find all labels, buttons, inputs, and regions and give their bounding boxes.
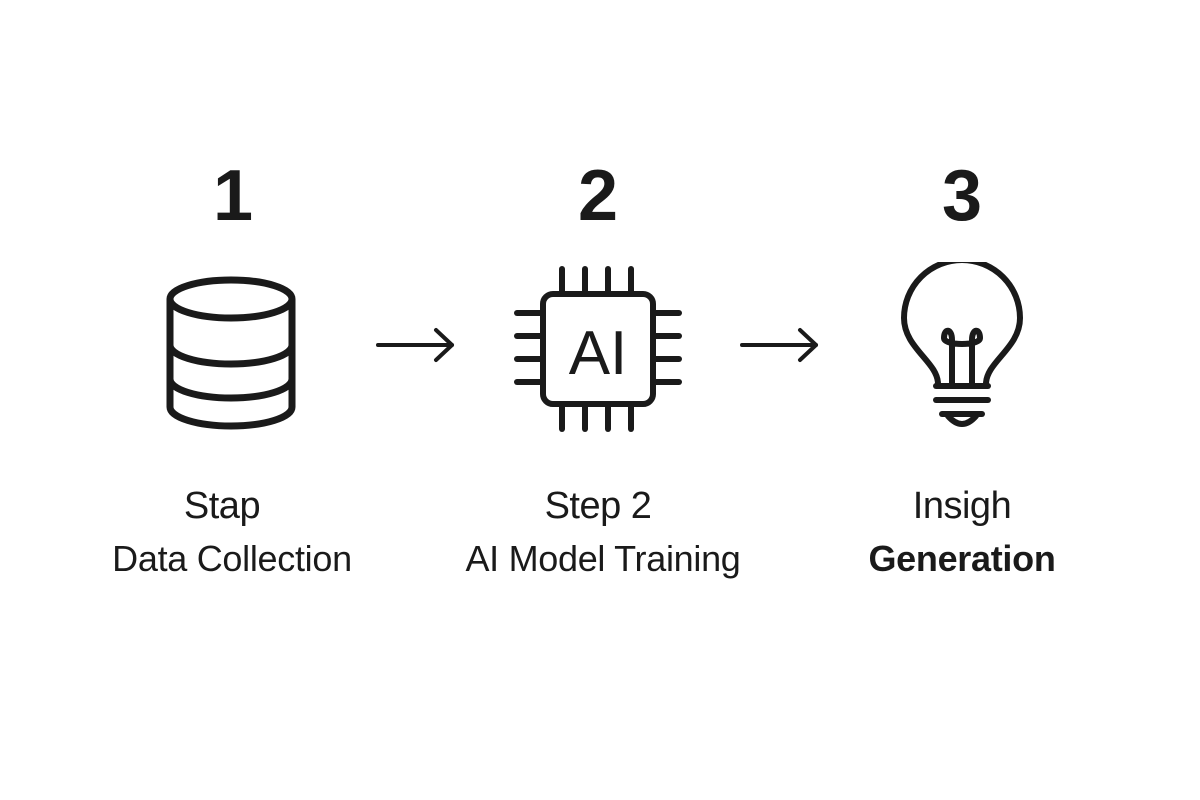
step-3-number: 3	[941, 156, 983, 236]
step-2-title: Step 2	[544, 485, 652, 527]
arrow-right-icon	[376, 328, 454, 362]
lightbulb-icon	[901, 262, 1023, 427]
step-3-title: Insigh	[912, 485, 1012, 527]
step-2-subtitle: AI Model Training	[465, 538, 741, 579]
step-1-title: Stap	[183, 485, 261, 527]
step-2-number: 2	[577, 156, 619, 236]
step-1-number: 1	[212, 156, 254, 236]
ai-chip-label: AI	[569, 319, 628, 388]
arrow-right-icon	[740, 328, 818, 362]
step-1-subtitle: Data Collection	[112, 538, 352, 579]
ai-chip-icon: AI	[514, 266, 682, 432]
database-icon	[166, 276, 296, 430]
step-3-subtitle: Generation	[868, 538, 1056, 579]
